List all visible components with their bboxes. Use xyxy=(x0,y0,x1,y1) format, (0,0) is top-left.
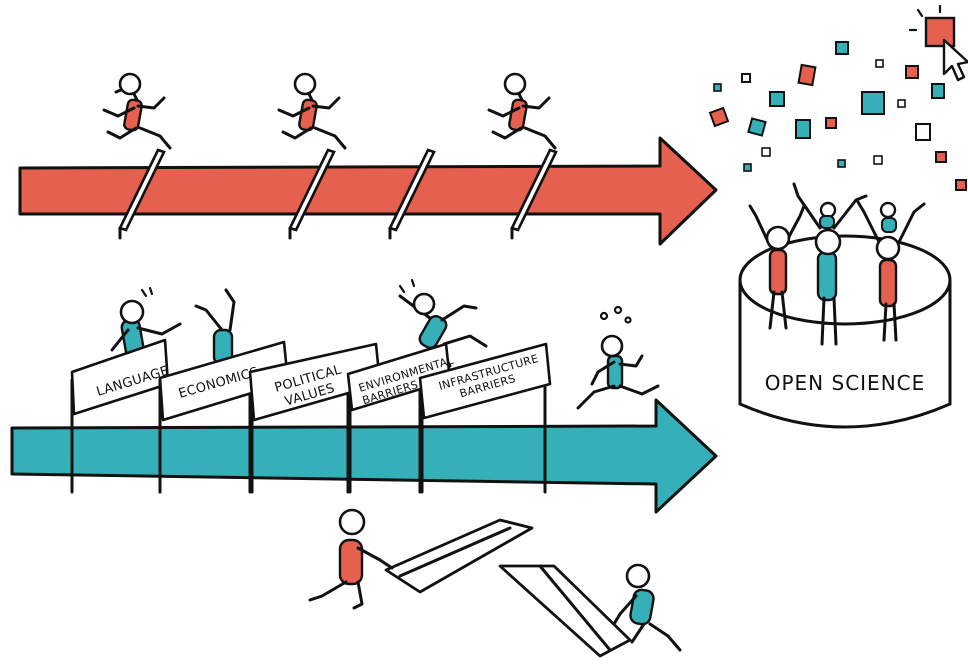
confetti-icon xyxy=(708,41,967,191)
celebrating-figure xyxy=(748,204,806,330)
low-hurdle xyxy=(118,148,166,240)
red-lane-hurdles xyxy=(118,148,558,240)
builder-figure xyxy=(308,508,394,610)
barrier-hurdle-political-values: POLITICAL VALUES xyxy=(248,342,382,494)
teal-arrow xyxy=(10,398,718,514)
low-hurdle xyxy=(510,148,558,240)
runner-figure xyxy=(102,72,172,150)
platform-label: OPEN SCIENCE xyxy=(765,371,926,395)
runner-figure xyxy=(277,72,347,150)
runner-figure xyxy=(576,305,660,410)
runner-figure xyxy=(487,72,557,150)
barrier-hurdle-infrastructure: INFRASTRUCTURE BARRIERS xyxy=(418,342,552,494)
mouse-pointer-icon xyxy=(908,4,968,82)
open-science-platform: OPEN SCIENCE xyxy=(738,234,952,429)
celebrating-figure xyxy=(856,200,926,342)
celebrating-figure xyxy=(792,182,868,346)
low-hurdle xyxy=(388,148,436,240)
low-hurdle xyxy=(288,148,336,240)
barrier-hurdle-language: LANGUAGE xyxy=(70,338,171,494)
track-pieces xyxy=(384,518,632,658)
builder-figure xyxy=(612,563,682,652)
